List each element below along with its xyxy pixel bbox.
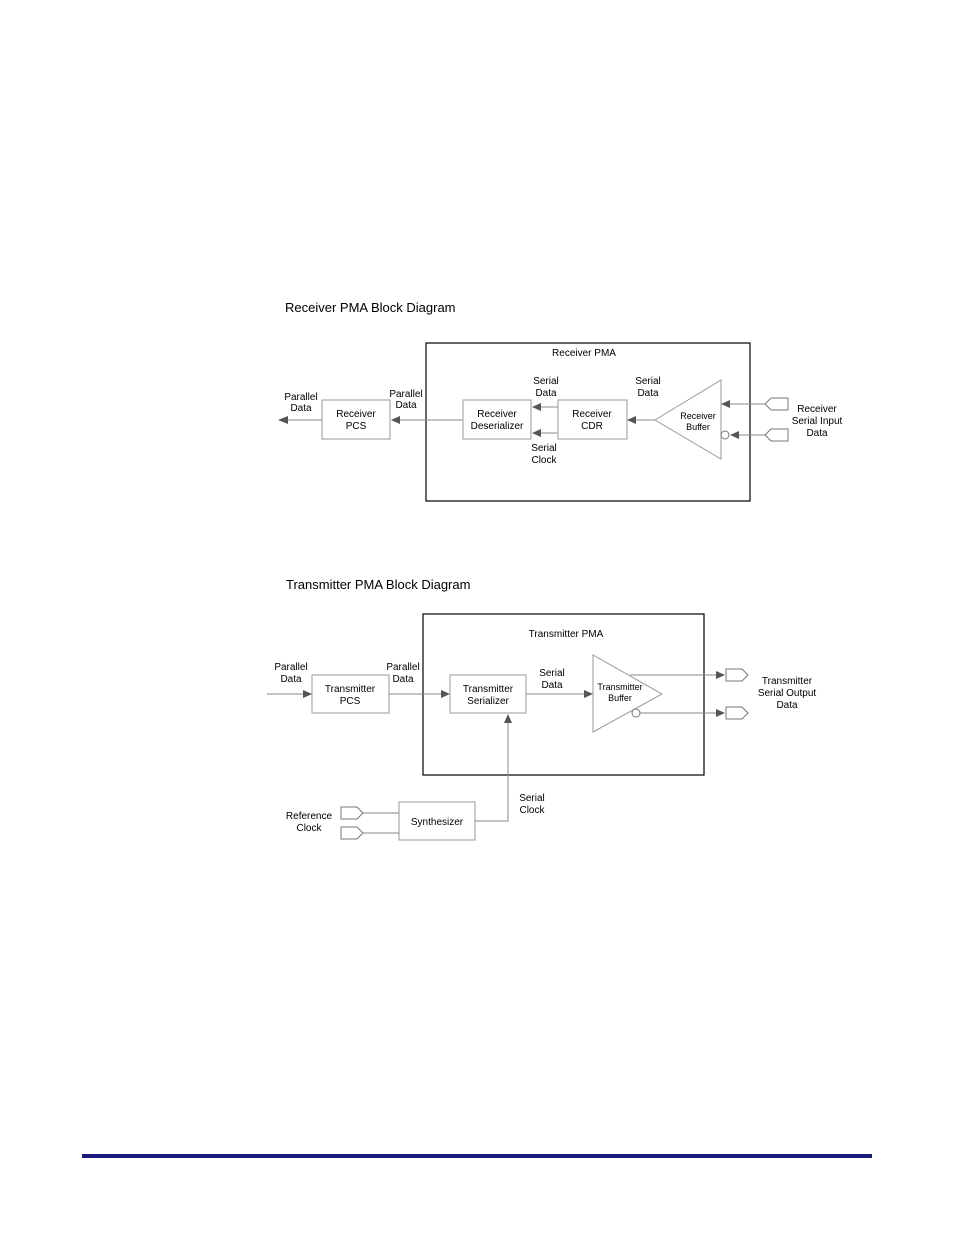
receiver-deserializer-label-1: Receiver bbox=[477, 409, 517, 420]
receiver-deserializer-block bbox=[462, 399, 532, 440]
tx-parallel-in-arrow bbox=[303, 690, 312, 698]
tx-parallel-in-label-2: Data bbox=[280, 674, 302, 685]
rx-parallel-in-label-2: Data bbox=[395, 400, 417, 411]
transmitter-serializer-label-2: Serializer bbox=[467, 696, 509, 707]
rx-serial-clock-label-1: Serial bbox=[531, 443, 557, 454]
tx-parallel-mid-label-2: Data bbox=[392, 674, 414, 685]
tx-serial-data-label-1: Serial bbox=[539, 668, 565, 679]
rx-input-label-3: Data bbox=[806, 428, 828, 439]
receiver-buffer-triangle bbox=[654, 379, 722, 460]
rx-serial-data-inner-label-2: Data bbox=[535, 388, 557, 399]
rx-serial-data-inner-label-1: Serial bbox=[533, 376, 559, 387]
rx-input-p-arrow bbox=[721, 400, 730, 408]
rx-input-port-n bbox=[764, 428, 789, 442]
rx-input-label-1: Receiver bbox=[797, 404, 837, 415]
parallel-data-out-arrow bbox=[278, 416, 288, 424]
transmitter-pma-label: Transmitter PMA bbox=[529, 629, 604, 640]
transmitter-pcs-label-2: PCS bbox=[340, 696, 361, 707]
reference-clock-label-1: Reference bbox=[286, 811, 333, 822]
rx-input-port-p bbox=[764, 397, 789, 411]
tx-output-port-p bbox=[725, 668, 749, 682]
receiver-cdr-label-1: Receiver bbox=[572, 409, 612, 420]
tx-serial-clock-label-2: Clock bbox=[519, 805, 545, 816]
transmitter-serializer-label-1: Transmitter bbox=[463, 684, 514, 695]
rx-serial-clock-arrow bbox=[532, 429, 541, 437]
tx-parallel-mid-arrow bbox=[441, 690, 450, 698]
transmitter-diagram-title: Transmitter PMA Block Diagram bbox=[286, 577, 471, 592]
ref-clock-port-n bbox=[340, 826, 364, 840]
receiver-pcs-label-1: Receiver bbox=[336, 409, 376, 420]
rx-serial-data-outer-label-1: Serial bbox=[635, 376, 661, 387]
rx-input-n-arrow bbox=[730, 431, 739, 439]
transmitter-buffer-label-2: Buffer bbox=[608, 693, 632, 703]
tx-serial-clock-label-1: Serial bbox=[519, 793, 545, 804]
receiver-buffer-inverting-bubble bbox=[720, 430, 730, 440]
tx-output-label-3: Data bbox=[776, 700, 798, 711]
receiver-deserializer-label-2: Deserializer bbox=[471, 421, 524, 432]
receiver-buffer-label-1: Receiver bbox=[680, 411, 716, 421]
receiver-cdr-block bbox=[557, 399, 628, 440]
receiver-pma-frame bbox=[425, 342, 751, 502]
tx-output-label-2: Serial Output bbox=[758, 688, 817, 699]
receiver-pcs-label-2: PCS bbox=[346, 421, 367, 432]
transmitter-diagram: Transmitter PMA Parallel Data Transmitte… bbox=[267, 613, 817, 841]
tx-output-p-arrow bbox=[716, 671, 725, 679]
rx-parallel-out-label-2: Data bbox=[290, 403, 312, 414]
tx-parallel-mid-label-1: Parallel bbox=[386, 662, 419, 673]
rx-parallel-in-label-1: Parallel bbox=[389, 389, 422, 400]
rx-input-label-2: Serial Input bbox=[792, 416, 843, 427]
receiver-diagram: Receiver PMA Parallel Data Receiver PCS … bbox=[278, 342, 843, 502]
rx-serial-data-outer-label-2: Data bbox=[637, 388, 659, 399]
tx-output-port-n bbox=[725, 706, 749, 720]
receiver-pma-label: Receiver PMA bbox=[552, 348, 616, 359]
ref-clock-port-p bbox=[340, 806, 364, 820]
rx-serial-data-outer-arrow bbox=[627, 416, 636, 424]
tx-output-n-arrow bbox=[716, 709, 725, 717]
tx-serial-data-label-2: Data bbox=[541, 680, 563, 691]
synthesizer-label: Synthesizer bbox=[411, 817, 464, 828]
reference-clock-label-2: Clock bbox=[296, 823, 322, 834]
transmitter-buffer-label-1: Transmitter bbox=[597, 682, 642, 692]
rx-serial-clock-label-2: Clock bbox=[531, 455, 557, 466]
receiver-diagram-title: Receiver PMA Block Diagram bbox=[285, 300, 456, 315]
rx-serial-data-arrow bbox=[532, 403, 541, 411]
synthesizer-block bbox=[398, 801, 476, 841]
tx-serial-data-arrow bbox=[584, 690, 593, 698]
tx-parallel-in-label-1: Parallel bbox=[274, 662, 307, 673]
transmitter-buffer-triangle bbox=[592, 654, 664, 733]
receiver-cdr-label-2: CDR bbox=[581, 421, 603, 432]
transmitter-pcs-label-1: Transmitter bbox=[325, 684, 376, 695]
transmitter-buffer-inverting-bubble bbox=[631, 708, 641, 718]
rx-parallel-out-label-1: Parallel bbox=[284, 392, 317, 403]
receiver-buffer-label-2: Buffer bbox=[686, 422, 710, 432]
tx-serial-clock-arrow bbox=[504, 714, 512, 723]
rx-parallel-in-arrow bbox=[391, 416, 400, 424]
tx-output-label-1: Transmitter bbox=[762, 676, 813, 687]
receiver-pcs-block bbox=[321, 399, 391, 440]
footer-rule bbox=[82, 1154, 872, 1158]
